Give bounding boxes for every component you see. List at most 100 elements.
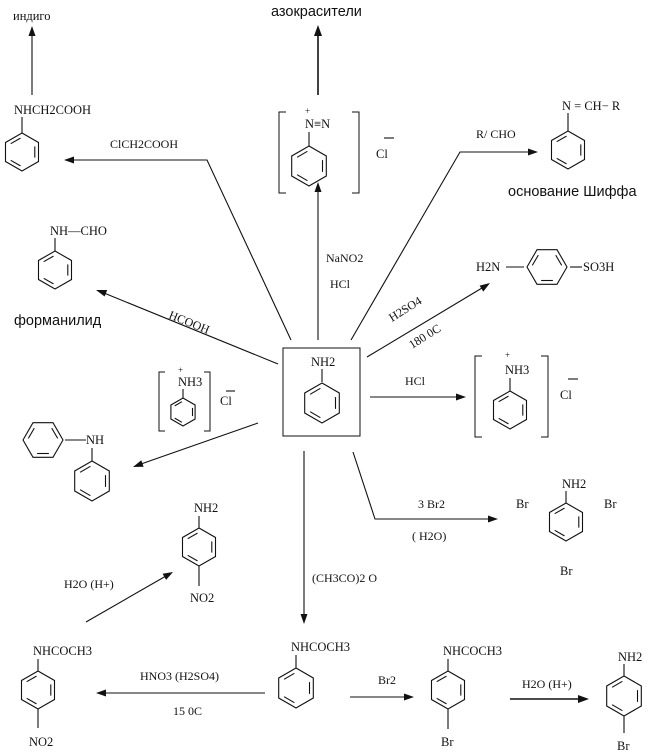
- formanilide-label: NH—CHO: [50, 224, 107, 238]
- acetanilide-ring: [278, 667, 314, 709]
- ring-double-bond: [309, 411, 321, 419]
- aniline-label: NH2: [311, 355, 335, 369]
- reagent-temp-180: 180 0C: [406, 321, 443, 351]
- ring-double-bond: [26, 697, 37, 705]
- ring-double-bond: [187, 532, 198, 540]
- plus-sign: +: [505, 350, 510, 360]
- ring-double-bond: [554, 507, 565, 515]
- bracket-right: [204, 371, 211, 432]
- ring-hexagon: [4, 132, 40, 172]
- reagent-hydrolysis-right: H2O (H+): [522, 677, 572, 691]
- ring-double-bond: [611, 704, 623, 712]
- arrowhead: [64, 156, 74, 164]
- arrow-to-schiff: [350, 151, 530, 341]
- ring-double-bond: [187, 554, 198, 562]
- ring-double-bond: [283, 672, 295, 680]
- tribromo-br-bottom: Br: [560, 564, 573, 578]
- reagent-hcl-diazo: HCl: [330, 277, 351, 291]
- reagent-temp-15: 15 0C: [173, 704, 202, 718]
- arrowhead: [314, 25, 322, 36]
- arrow-to-glycine: [72, 159, 292, 341]
- ring-hexagon: [20, 670, 56, 710]
- tribromo-br-left: Br: [516, 497, 529, 511]
- schiff-name: основание Шиффа: [508, 184, 637, 200]
- sulfanilic-left: H2N: [476, 260, 500, 274]
- ring-hexagon: [74, 460, 110, 502]
- ring-double-bond: [296, 150, 308, 158]
- ring-hexagon: [526, 249, 568, 285]
- ring-double-bond: [498, 417, 509, 425]
- bromoaniline-bottom: Br: [617, 739, 630, 753]
- nitroacetanilide-ring: [20, 670, 56, 710]
- azo-label: азокрасители: [271, 4, 362, 20]
- arrowhead: [488, 515, 498, 523]
- bracket-left: [474, 355, 482, 438]
- ring-double-bond: [79, 489, 91, 497]
- ring-double-bond: [556, 157, 567, 165]
- ring-double-bond: [43, 255, 54, 263]
- arrow-to-formanilide: [103, 292, 279, 365]
- acetanilide-label: NHCOCH3: [291, 640, 350, 654]
- reagent-hcl: HCl: [405, 374, 426, 388]
- ring-hexagon: [170, 397, 196, 427]
- arrow-to-diphenylamine: [140, 422, 259, 465]
- nitroacetanilide-bottom: NO2: [29, 735, 53, 749]
- ring-double-bond: [10, 159, 21, 167]
- diphenylamine-label: NH: [86, 433, 104, 447]
- ring-double-bond: [26, 675, 37, 683]
- plus-sign: +: [305, 106, 310, 116]
- nitroaniline-ring: [181, 527, 217, 567]
- ring-double-bond: [43, 277, 54, 285]
- diazonium-anion: Cl: [376, 147, 388, 161]
- arrow-to-tribromo: [352, 451, 490, 520]
- tribromo-ring: [548, 502, 584, 542]
- tribromo-br-right: Br: [604, 497, 617, 511]
- ring-double-bond: [498, 395, 509, 403]
- bracket-right: [541, 355, 549, 438]
- ring-double-bond: [174, 401, 183, 407]
- schiff-ring: [550, 130, 586, 170]
- bromoacetanilide-ring: [430, 670, 466, 710]
- schiff-label: N = CH− R: [562, 99, 621, 113]
- ring-hexagon: [304, 382, 340, 424]
- bracket-left: [158, 371, 165, 432]
- reagent-hno3: HNO3 (H2SO4): [140, 669, 219, 683]
- arrowhead: [300, 614, 308, 624]
- arrow-to-sulfanilic: [366, 287, 483, 358]
- sulfanilic-right: SO3H: [583, 260, 614, 274]
- ring-hexagon: [430, 670, 466, 710]
- tribromo-top: NH2: [562, 477, 586, 491]
- glycine-label: NHCH2COOH: [14, 103, 91, 117]
- ring-double-bond: [10, 137, 21, 145]
- bromoacetanilide-top: NHCOCH3: [443, 644, 502, 658]
- ring-double-bond: [27, 427, 35, 439]
- ring-hexagon: [492, 390, 528, 430]
- reagent-br2: Br2: [378, 673, 396, 687]
- ring-double-bond: [51, 427, 59, 439]
- ring-double-bond: [436, 675, 447, 683]
- ring-double-bond: [531, 254, 539, 266]
- reagent-h2so4: H2SO4: [386, 294, 424, 325]
- arrowhead: [456, 393, 466, 401]
- ring-hexagon: [291, 145, 327, 187]
- reagent-nano2: NaNO2: [326, 251, 363, 265]
- arrowhead: [96, 689, 106, 697]
- ring-double-bond: [611, 680, 623, 688]
- ring-double-bond: [296, 174, 308, 182]
- formanilide-name: форманилид: [14, 313, 102, 329]
- arrowhead: [314, 182, 322, 192]
- bromoaniline-ring: [606, 675, 642, 717]
- ring-hexagon: [550, 130, 586, 170]
- arrowhead: [528, 148, 538, 156]
- diazonium-ring: [291, 145, 327, 187]
- ring-hexagon: [181, 527, 217, 567]
- arrowhead: [28, 26, 36, 36]
- ring-double-bond: [554, 529, 565, 537]
- sulfanilic-ring: [526, 249, 568, 285]
- ring-hexagon: [606, 675, 642, 717]
- ring-double-bond: [436, 697, 447, 705]
- arrowhead: [96, 290, 108, 297]
- reagent-h2o: ( H2O): [412, 529, 446, 543]
- ring-double-bond: [309, 387, 321, 395]
- reagent-hcooh: HCOOH: [167, 308, 212, 337]
